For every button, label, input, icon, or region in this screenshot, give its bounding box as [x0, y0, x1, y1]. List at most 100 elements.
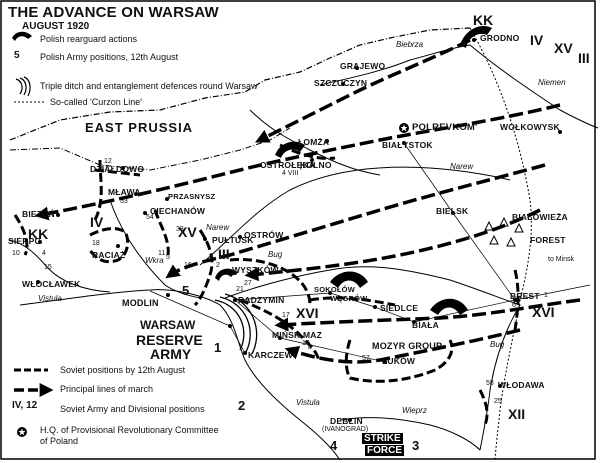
army-iii-w: III	[218, 246, 230, 262]
warsaw-defences	[214, 293, 258, 355]
march-line-north	[34, 103, 561, 221]
legend-defences-label: Triple ditch and entanglement defences r…	[40, 81, 258, 91]
legend-rearguard-label: Polish rearguard actions	[40, 34, 138, 44]
division-11: 11	[158, 250, 166, 257]
division-6: 6	[512, 302, 516, 309]
army-xvi-east: XVI	[532, 304, 555, 320]
place-wegrow: WĘGRÓW	[330, 294, 368, 303]
place-ostrow: OSTRÓW	[244, 230, 284, 240]
river-narew	[199, 166, 511, 266]
army-xvi-central: XVI	[296, 305, 319, 321]
division-21: 21	[236, 286, 244, 293]
army-iii-ne: III	[578, 50, 590, 66]
mozyr-group-label: MOZYR GROUP	[372, 341, 443, 351]
division-33: 33	[176, 226, 184, 233]
division-27: 27	[244, 280, 252, 287]
polish-army-4: 4	[330, 438, 338, 453]
place-bielsk: BIELSK	[436, 206, 469, 216]
place-szczuczyn: SZCZUCZYN	[314, 78, 368, 88]
place-grodno: GRODNO	[480, 33, 520, 43]
place-przasnysz: PRZASNYSZ	[168, 192, 216, 201]
east-prussia-south-border	[9, 127, 291, 171]
march-line-brest	[274, 298, 581, 332]
strike-force-line2: FORCE	[365, 445, 404, 456]
division-4: 4	[42, 250, 46, 257]
place-grajewo: GRAJEWO	[340, 61, 386, 71]
division-15: 15	[44, 264, 52, 271]
defences-legend-symbol	[15, 76, 31, 97]
division-2: 2	[216, 262, 220, 269]
place-siedlce: SIEDLCE	[380, 303, 419, 313]
rearguard-symbols	[12, 25, 492, 315]
division-10: 10	[12, 250, 20, 257]
river-bug-label: Bug	[268, 250, 283, 259]
division-16: 16	[184, 262, 192, 269]
place-mlawa: MŁAWA	[108, 187, 141, 197]
rearguard-bug	[330, 271, 368, 288]
river-vistula-south-label: Vistula	[296, 398, 320, 407]
legend-hq-label-2: of Poland	[40, 436, 79, 446]
strike-force-line1: STRIKE	[362, 433, 403, 444]
region-forest: FOREST	[530, 235, 566, 245]
soviet-positions	[13, 143, 520, 426]
place-radzymin: RADZYMIN	[238, 295, 285, 305]
river-bug	[224, 266, 521, 451]
march-line-grodno	[254, 38, 471, 143]
army-xv-w: XV	[178, 224, 197, 240]
army-kk-w: KK	[28, 226, 49, 242]
division-8: 8	[308, 344, 312, 351]
river-vistula	[19, 289, 341, 461]
legend-soviet-positions-label: Soviet positions by 12th August	[60, 365, 186, 375]
division-54: 54	[146, 214, 154, 221]
place-modlin: MODLIN	[122, 298, 159, 308]
river-narew-east-label: Narew	[450, 162, 474, 171]
division-18: 18	[92, 240, 100, 247]
march-line-mozyr	[284, 328, 521, 364]
river-wieprz	[339, 417, 481, 451]
division-17: 17	[282, 312, 290, 319]
place-minsk-maz: MIŃSK MAZ	[272, 330, 322, 340]
hq-icon	[399, 123, 409, 133]
division-57: 57	[362, 355, 370, 362]
legend-army-positions-label: Polish Army positions, 12th August	[40, 52, 179, 62]
rearguard-legend-symbol	[12, 31, 32, 41]
place-sierpc: SIERPC	[8, 236, 41, 246]
polish-army-3: 3	[412, 438, 420, 453]
place-wyszkow: WYSZKÓW	[232, 265, 279, 275]
river-niemen-label: Niemen	[538, 78, 566, 87]
place-bialystok: BIAŁYSTOK	[382, 140, 433, 150]
place-kolno: KOLNO	[300, 160, 332, 170]
rearguard-ostroleka	[275, 141, 305, 158]
map-subtitle: AUGUST 1920	[22, 21, 90, 32]
curzon-line	[469, 27, 532, 461]
forest-icon	[484, 216, 524, 247]
legend-army-symbol: 5	[14, 50, 20, 61]
place-ostroleka: OSTROŁĘKA	[260, 160, 316, 170]
reserve-army-line1: RESERVE	[136, 332, 203, 348]
division-10b: 10	[302, 340, 310, 347]
rearguard-biala	[430, 298, 468, 315]
roads	[149, 142, 591, 363]
place-polrevkom: POLREVKOM'	[412, 122, 478, 133]
place-wolkowysk: WOŁKOWYSK	[500, 122, 560, 132]
map-title: THE ADVANCE ON WARSAW	[8, 4, 219, 21]
legend-hq-label-1: H.Q. of Provisional Revolutionary Commit…	[40, 425, 219, 435]
division-4-viii: 4 VIII	[282, 170, 299, 177]
legend-principal-lines-label: Principal lines of march	[60, 384, 154, 394]
army-iv-ne: IV	[530, 32, 544, 48]
polish-army-5: 5	[182, 283, 190, 298]
place-pultusk: PUŁTUSK	[212, 235, 254, 245]
place-wloclawek: WŁOCŁAWEK	[22, 279, 81, 289]
division-5: 5	[166, 254, 170, 261]
army-xv-ne: XV	[554, 40, 573, 56]
division-12: 12	[104, 158, 112, 165]
river-narew-label: Narew	[206, 223, 230, 232]
legend-soviet-army-symbol: IV, 12	[12, 400, 37, 411]
march-line-central	[165, 163, 546, 279]
place-biezun: BIEZUŃ	[22, 209, 55, 219]
principal-lines-of-march	[34, 38, 581, 364]
region-bialowieza: BIAŁOWIEŻA	[512, 212, 568, 222]
